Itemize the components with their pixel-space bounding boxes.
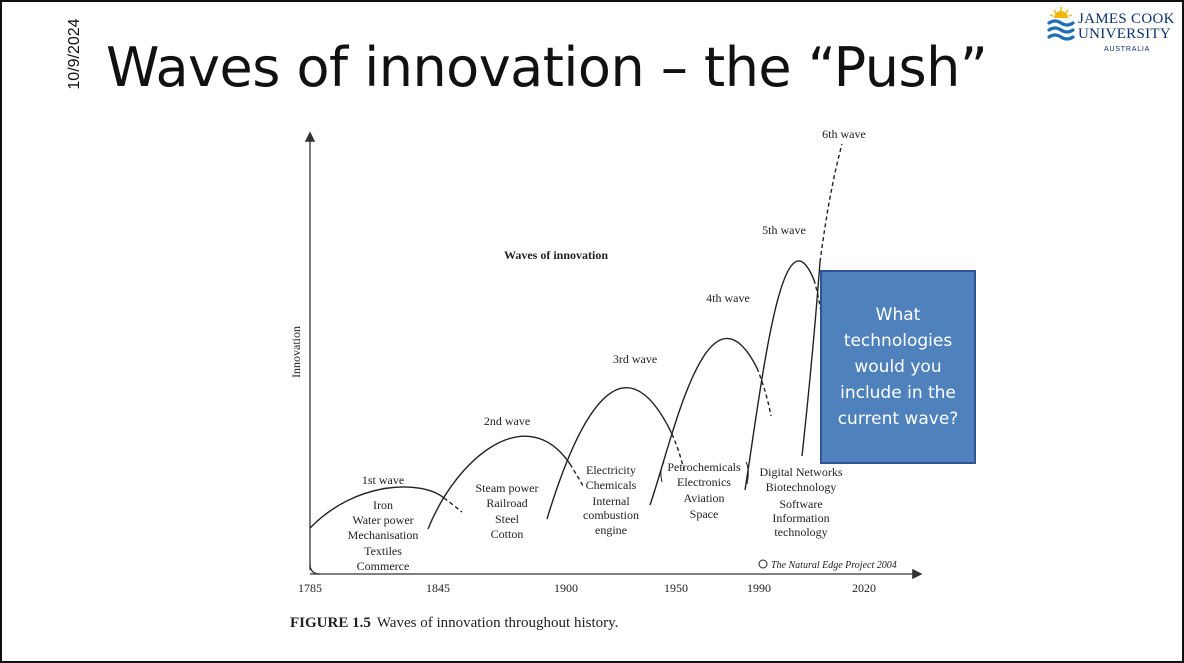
logo-line1: JAMES COOK [1078, 11, 1175, 27]
wave-4-technologies: Petrochemicals Electronics Aviation Spac… [667, 460, 741, 521]
wave-label: 1st wave [362, 473, 404, 487]
technology-label: Petrochemicals [667, 460, 741, 474]
wave-4-bracket-right [745, 461, 749, 485]
caption-text: Waves of innovation throughout history. [376, 615, 619, 631]
technology-label: Railroad [486, 496, 527, 510]
wave-label: 5th wave [762, 223, 806, 237]
y-axis-label: Innovation [289, 326, 303, 378]
wave-4-curve [649, 337, 758, 506]
logo-country: AUSTRALIA [1104, 46, 1151, 53]
technology-label: Chemicals [586, 478, 637, 492]
logo-name: JAMES COOK UNIVERSITY [1078, 12, 1175, 42]
wave-label: 3rd wave [613, 352, 657, 366]
figure-caption: FIGURE 1.5 Waves of innovation throughout… [290, 615, 618, 632]
caption-label: FIGURE 1.5 [290, 615, 371, 631]
wave-1-tail [443, 497, 463, 513]
wave-4-tail [756, 367, 772, 417]
wave-2-curve [427, 435, 571, 530]
technology-label: Commerce [357, 559, 410, 573]
slide-title: Waves of innovation – the “Push” [106, 36, 988, 99]
wave-6-curve [801, 261, 821, 457]
wave-1-curve [309, 486, 445, 529]
technology-label: Electricity [586, 463, 636, 477]
wave-3-curve [546, 387, 673, 520]
wave-1-technologies: Iron Water power Mechanisation Textiles … [348, 498, 419, 573]
wave-5-curve [744, 260, 815, 491]
wave-2-tail [569, 463, 585, 489]
technology-label: combustion [583, 508, 639, 522]
wave-label: 6th wave [822, 127, 866, 141]
technology-label: Steam power [476, 481, 539, 495]
x-tick-label: 1990 [747, 581, 771, 595]
technology-label: Space [690, 507, 719, 521]
technology-label: Steel [495, 512, 520, 526]
axis-corner [309, 563, 321, 575]
figure-heading: Waves of innovation [504, 248, 608, 262]
wave-3-technologies: Electricity Chemicals Internal combustio… [583, 463, 639, 537]
technology-label: Iron [373, 498, 393, 512]
technology-label: Aviation [683, 491, 724, 505]
waves-sun-icon [1047, 7, 1075, 41]
wave-label: 4th wave [706, 291, 750, 305]
x-tick-label: 1950 [664, 581, 688, 595]
logo-line2: UNIVERSITY [1078, 26, 1171, 42]
wave-2-technologies: Steam power Railroad Steel Cotton [476, 481, 539, 541]
figure-credit: The Natural Edge Project 2004 [771, 560, 897, 571]
wave-label: 2nd wave [484, 414, 530, 428]
x-tick-label: 1785 [298, 581, 322, 595]
technology-label: Digital Networks [760, 465, 843, 479]
wave-6-projection [819, 143, 843, 263]
technology-label: Software [779, 497, 822, 511]
credit-symbol-icon [758, 559, 768, 569]
wave-4-bracket-left [660, 461, 665, 483]
technology-label: Information [772, 511, 829, 525]
technology-label: Electronics [677, 475, 731, 489]
technology-label: Cotton [491, 527, 524, 541]
callout-text: What technologies would you include in t… [837, 305, 959, 429]
wave-3-tail [671, 433, 685, 471]
technology-label: engine [595, 523, 627, 537]
question-callout: What technologies would you include in t… [820, 270, 976, 464]
technology-label: technology [774, 525, 827, 539]
x-tick-label: 1845 [426, 581, 450, 595]
wave-5-technologies: Digital Networks Biotechnology Software … [760, 465, 843, 539]
technology-label: Biotechnology [766, 480, 837, 494]
university-logo: JAMES COOK UNIVERSITY AUSTRALIA [1042, 6, 1182, 62]
technology-label: Mechanisation [348, 528, 419, 542]
technology-label: Textiles [364, 544, 402, 558]
x-tick-label: 1900 [554, 581, 578, 595]
technology-label: Water power [352, 513, 413, 527]
x-tick-label: 2020 [852, 581, 876, 595]
technology-label: Internal [592, 494, 630, 508]
